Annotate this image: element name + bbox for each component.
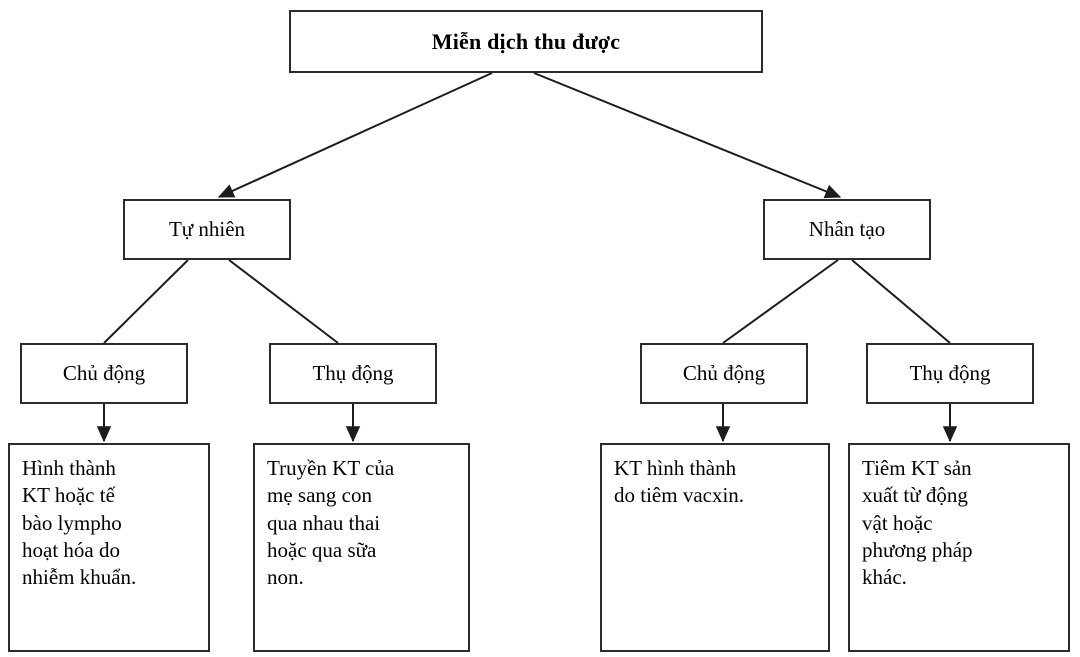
node-artificial-label: Nhân tạo (808, 217, 886, 241)
node-root-immunity[interactable]: Miễn dịch thu được (289, 10, 763, 73)
edge-natural-to-passive (228, 259, 339, 344)
node-natural-passive[interactable]: Thụ động (269, 343, 437, 404)
leaf-natural-passive[interactable]: Truyền KT của mẹ sang con qua nhau thai … (253, 443, 470, 652)
node-artificial-active[interactable]: Chủ động (640, 343, 808, 404)
node-natural-label: Tự nhiên (168, 217, 246, 241)
leaf-natural-passive-text: Truyền KT của mẹ sang con qua nhau thai … (267, 456, 395, 590)
leaf-artificial-passive-text: Tiêm KT sản xuất từ động vật hoặc phương… (862, 456, 973, 590)
node-root-label: Miễn dịch thu được (431, 28, 621, 54)
edge-root-to-natural (217, 72, 493, 198)
node-natural-passive-label: Thụ động (312, 361, 394, 385)
edge-natural-to-active (103, 259, 189, 344)
leaf-artificial-active[interactable]: KT hình thành do tiêm vacxin. (600, 443, 830, 652)
leaf-natural-active-text: Hình thành KT hoặc tế bào lympho hoạt hó… (22, 456, 137, 590)
node-artificial[interactable]: Nhân tạo (763, 199, 931, 260)
node-artificial-passive-label: Thụ động (909, 361, 991, 385)
edge-root-to-artificial (533, 72, 842, 199)
node-natural-active-label: Chủ động (62, 361, 146, 385)
leaf-artificial-active-text: KT hình thành do tiêm vacxin. (614, 456, 745, 508)
leaf-natural-active[interactable]: Hình thành KT hoặc tế bào lympho hoạt hó… (8, 443, 210, 652)
node-natural-active[interactable]: Chủ động (20, 343, 188, 404)
leaf-artificial-passive[interactable]: Tiêm KT sản xuất từ động vật hoặc phương… (848, 443, 1070, 652)
edge-artificial-to-active (722, 259, 839, 344)
node-artificial-active-label: Chủ động (682, 361, 766, 385)
node-artificial-passive[interactable]: Thụ động (866, 343, 1034, 404)
node-natural[interactable]: Tự nhiên (123, 199, 291, 260)
edge-artificial-to-passive (851, 259, 951, 344)
